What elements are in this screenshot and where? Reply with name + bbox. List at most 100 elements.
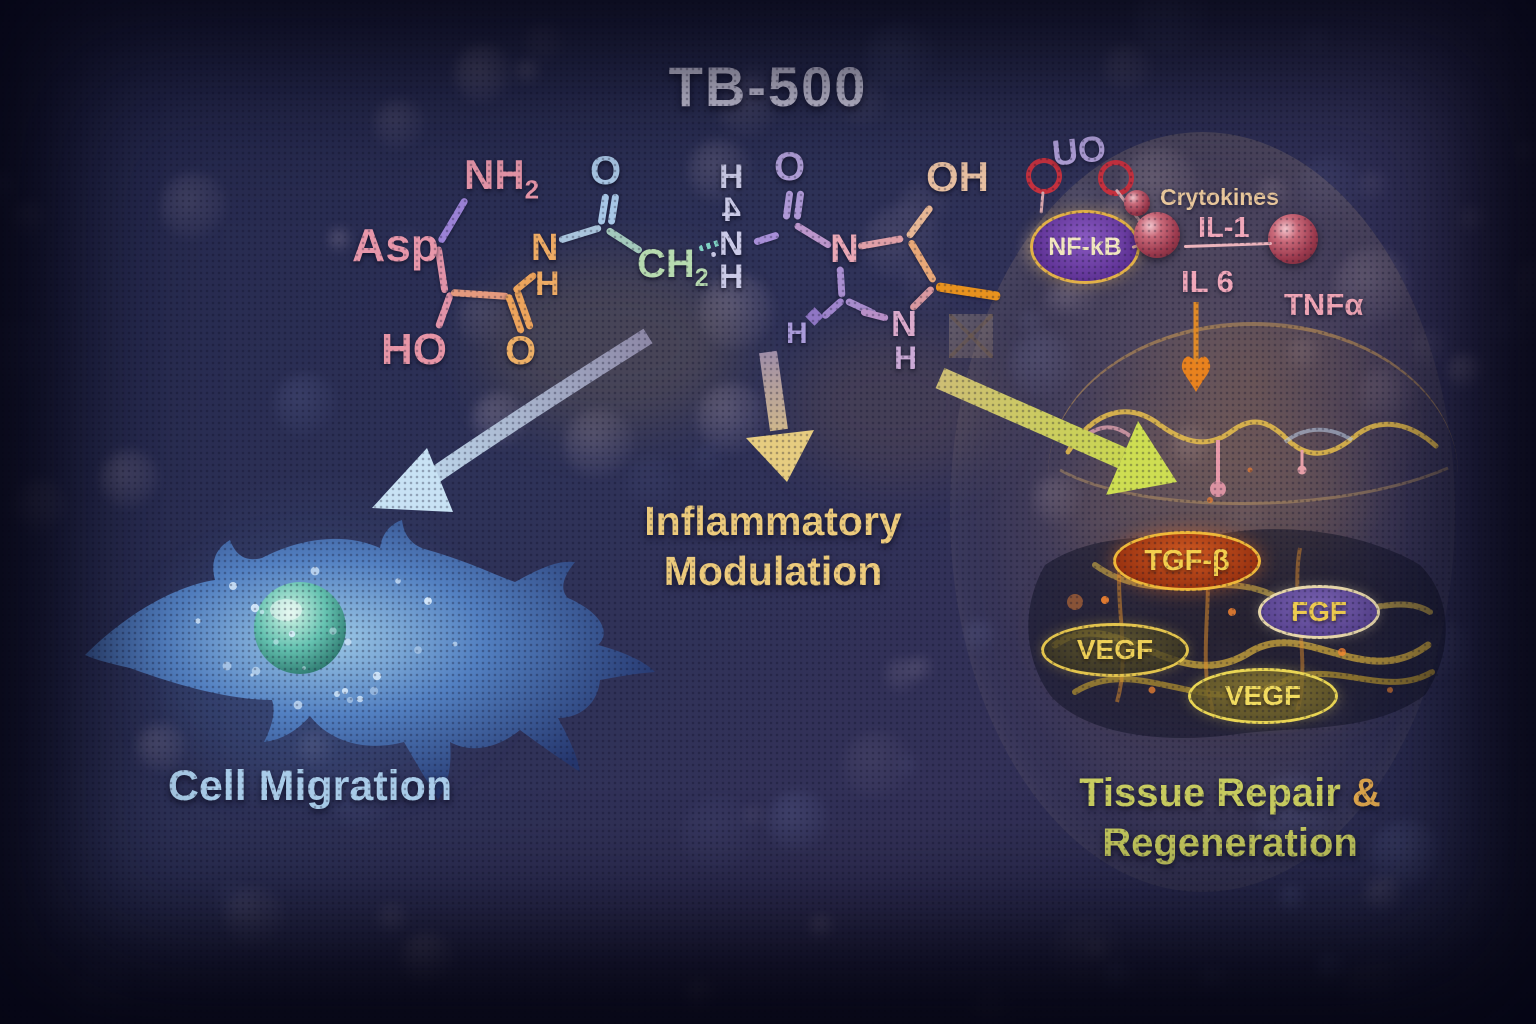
bokeh-circle bbox=[1364, 875, 1402, 913]
bokeh-circle bbox=[515, 58, 541, 84]
bokeh-circle bbox=[1103, 961, 1135, 993]
migrating-cell bbox=[85, 470, 655, 820]
bokeh-circle bbox=[843, 731, 912, 800]
cell-migration-label: Cell Migration bbox=[167, 762, 453, 810]
bokeh-circle bbox=[699, 274, 775, 350]
bond bbox=[782, 190, 794, 220]
bokeh-circle bbox=[1200, 965, 1228, 993]
bokeh-circle bbox=[688, 139, 751, 202]
bokeh-circle bbox=[274, 373, 337, 436]
arrow-il6-down bbox=[1181, 302, 1211, 392]
gold-glow bbox=[790, 330, 1000, 480]
bokeh-circle bbox=[840, 78, 889, 127]
bond bbox=[857, 234, 904, 250]
ch2-label: CH2 bbox=[637, 242, 709, 292]
bond bbox=[820, 296, 846, 321]
bokeh-circle bbox=[743, 804, 766, 827]
bokeh-circle bbox=[809, 914, 835, 940]
h-amide-label: H bbox=[535, 265, 560, 303]
bond bbox=[793, 190, 805, 220]
bokeh-circle bbox=[374, 99, 425, 150]
n-ring-bottom-label: N bbox=[891, 303, 917, 344]
o-carbonyl-left-label: O bbox=[505, 329, 537, 373]
bond bbox=[905, 204, 935, 240]
nfkb-oval: NF-kB bbox=[1030, 210, 1140, 284]
fgf-oval: FGF bbox=[1258, 585, 1380, 639]
ho-label: HO bbox=[381, 325, 447, 374]
page-title: TB-500 bbox=[668, 55, 868, 118]
bokeh-circle bbox=[1019, 310, 1044, 335]
bokeh-circle bbox=[681, 796, 759, 874]
bokeh-circle bbox=[160, 173, 227, 240]
bokeh-circle bbox=[1480, 8, 1509, 37]
stereo-diamond bbox=[805, 307, 824, 326]
bond bbox=[793, 221, 833, 250]
bokeh-circle bbox=[626, 455, 681, 510]
n-amide-label: N bbox=[531, 227, 559, 269]
il6-label: IL 6 bbox=[1181, 264, 1234, 299]
bokeh-circle bbox=[1297, 154, 1363, 220]
oh-label: OH bbox=[926, 153, 989, 200]
bond bbox=[436, 196, 469, 245]
bokeh-circle bbox=[970, 990, 1014, 1024]
il1-label: IL-1 bbox=[1198, 212, 1250, 244]
bokeh-circle bbox=[389, 230, 426, 267]
bokeh-circle bbox=[564, 409, 634, 479]
bokeh-circle bbox=[1492, 301, 1536, 351]
bokeh-circle bbox=[1053, 917, 1125, 989]
bokeh-circle bbox=[963, 619, 997, 653]
arrow-to-cell-migration bbox=[372, 328, 653, 512]
bokeh-circle bbox=[693, 443, 723, 473]
bokeh-circle bbox=[599, 1005, 664, 1024]
tissue-repair-label: Tissue Repair & Regeneration bbox=[1079, 771, 1381, 865]
bond-dot bbox=[711, 252, 716, 257]
square-glyph bbox=[949, 314, 993, 358]
bokeh-circle bbox=[885, 658, 920, 693]
bokeh-circle bbox=[897, 754, 922, 779]
bokeh-circle bbox=[1411, 329, 1449, 367]
bond bbox=[607, 193, 620, 226]
bokeh-circle bbox=[1300, 24, 1332, 56]
nh2-label: NH2 bbox=[464, 151, 540, 205]
bokeh-circle bbox=[1334, 248, 1412, 326]
bokeh-circle bbox=[524, 22, 565, 63]
cytokine-sphere bbox=[1124, 190, 1150, 216]
bond bbox=[752, 231, 780, 246]
bokeh-circle bbox=[377, 903, 409, 935]
bokeh-circle bbox=[865, 20, 935, 90]
bokeh-circle bbox=[1009, 331, 1076, 398]
vegf-oval: VEGF bbox=[1041, 623, 1189, 677]
bokeh-circle bbox=[1086, 939, 1109, 962]
bokeh-circle bbox=[731, 63, 779, 111]
bond bbox=[906, 238, 938, 284]
bokeh-circle bbox=[1257, 177, 1291, 211]
inflammatory-modulation-label: Inflammatory Modulation bbox=[644, 498, 902, 595]
squiggle-glyph: UO bbox=[1049, 127, 1108, 174]
vegf-oval: VEGF bbox=[1188, 668, 1338, 724]
bokeh-circle bbox=[214, 881, 254, 921]
tgfb-oval: TGF-β bbox=[1113, 531, 1261, 591]
cytokine-sphere bbox=[1268, 214, 1318, 264]
n-ring-top-label: N bbox=[830, 227, 859, 271]
bokeh-circle bbox=[100, 450, 159, 509]
bond bbox=[557, 224, 603, 244]
o-carbonyl-right-label: O bbox=[774, 145, 806, 189]
bokeh-circle bbox=[1371, 819, 1441, 889]
cytokine-sphere bbox=[1134, 212, 1180, 258]
backbone-stack-label: H 4 N H bbox=[719, 158, 744, 296]
h-ring-left-label: H bbox=[786, 317, 808, 350]
bokeh-circle bbox=[11, 200, 46, 235]
o-carbonyl-mid-label: O bbox=[590, 149, 622, 193]
bokeh-circle bbox=[0, 170, 16, 205]
bokeh-circle bbox=[1278, 884, 1306, 912]
bokeh-circle bbox=[1346, 957, 1405, 1016]
bokeh-circle bbox=[767, 790, 829, 852]
bokeh-circle bbox=[1316, 952, 1347, 983]
h-ring-bottom-label: H bbox=[894, 340, 918, 376]
arrow-to-tissue-repair bbox=[935, 367, 1177, 495]
bokeh-circle bbox=[401, 932, 454, 985]
bokeh-circle bbox=[1254, 773, 1332, 851]
